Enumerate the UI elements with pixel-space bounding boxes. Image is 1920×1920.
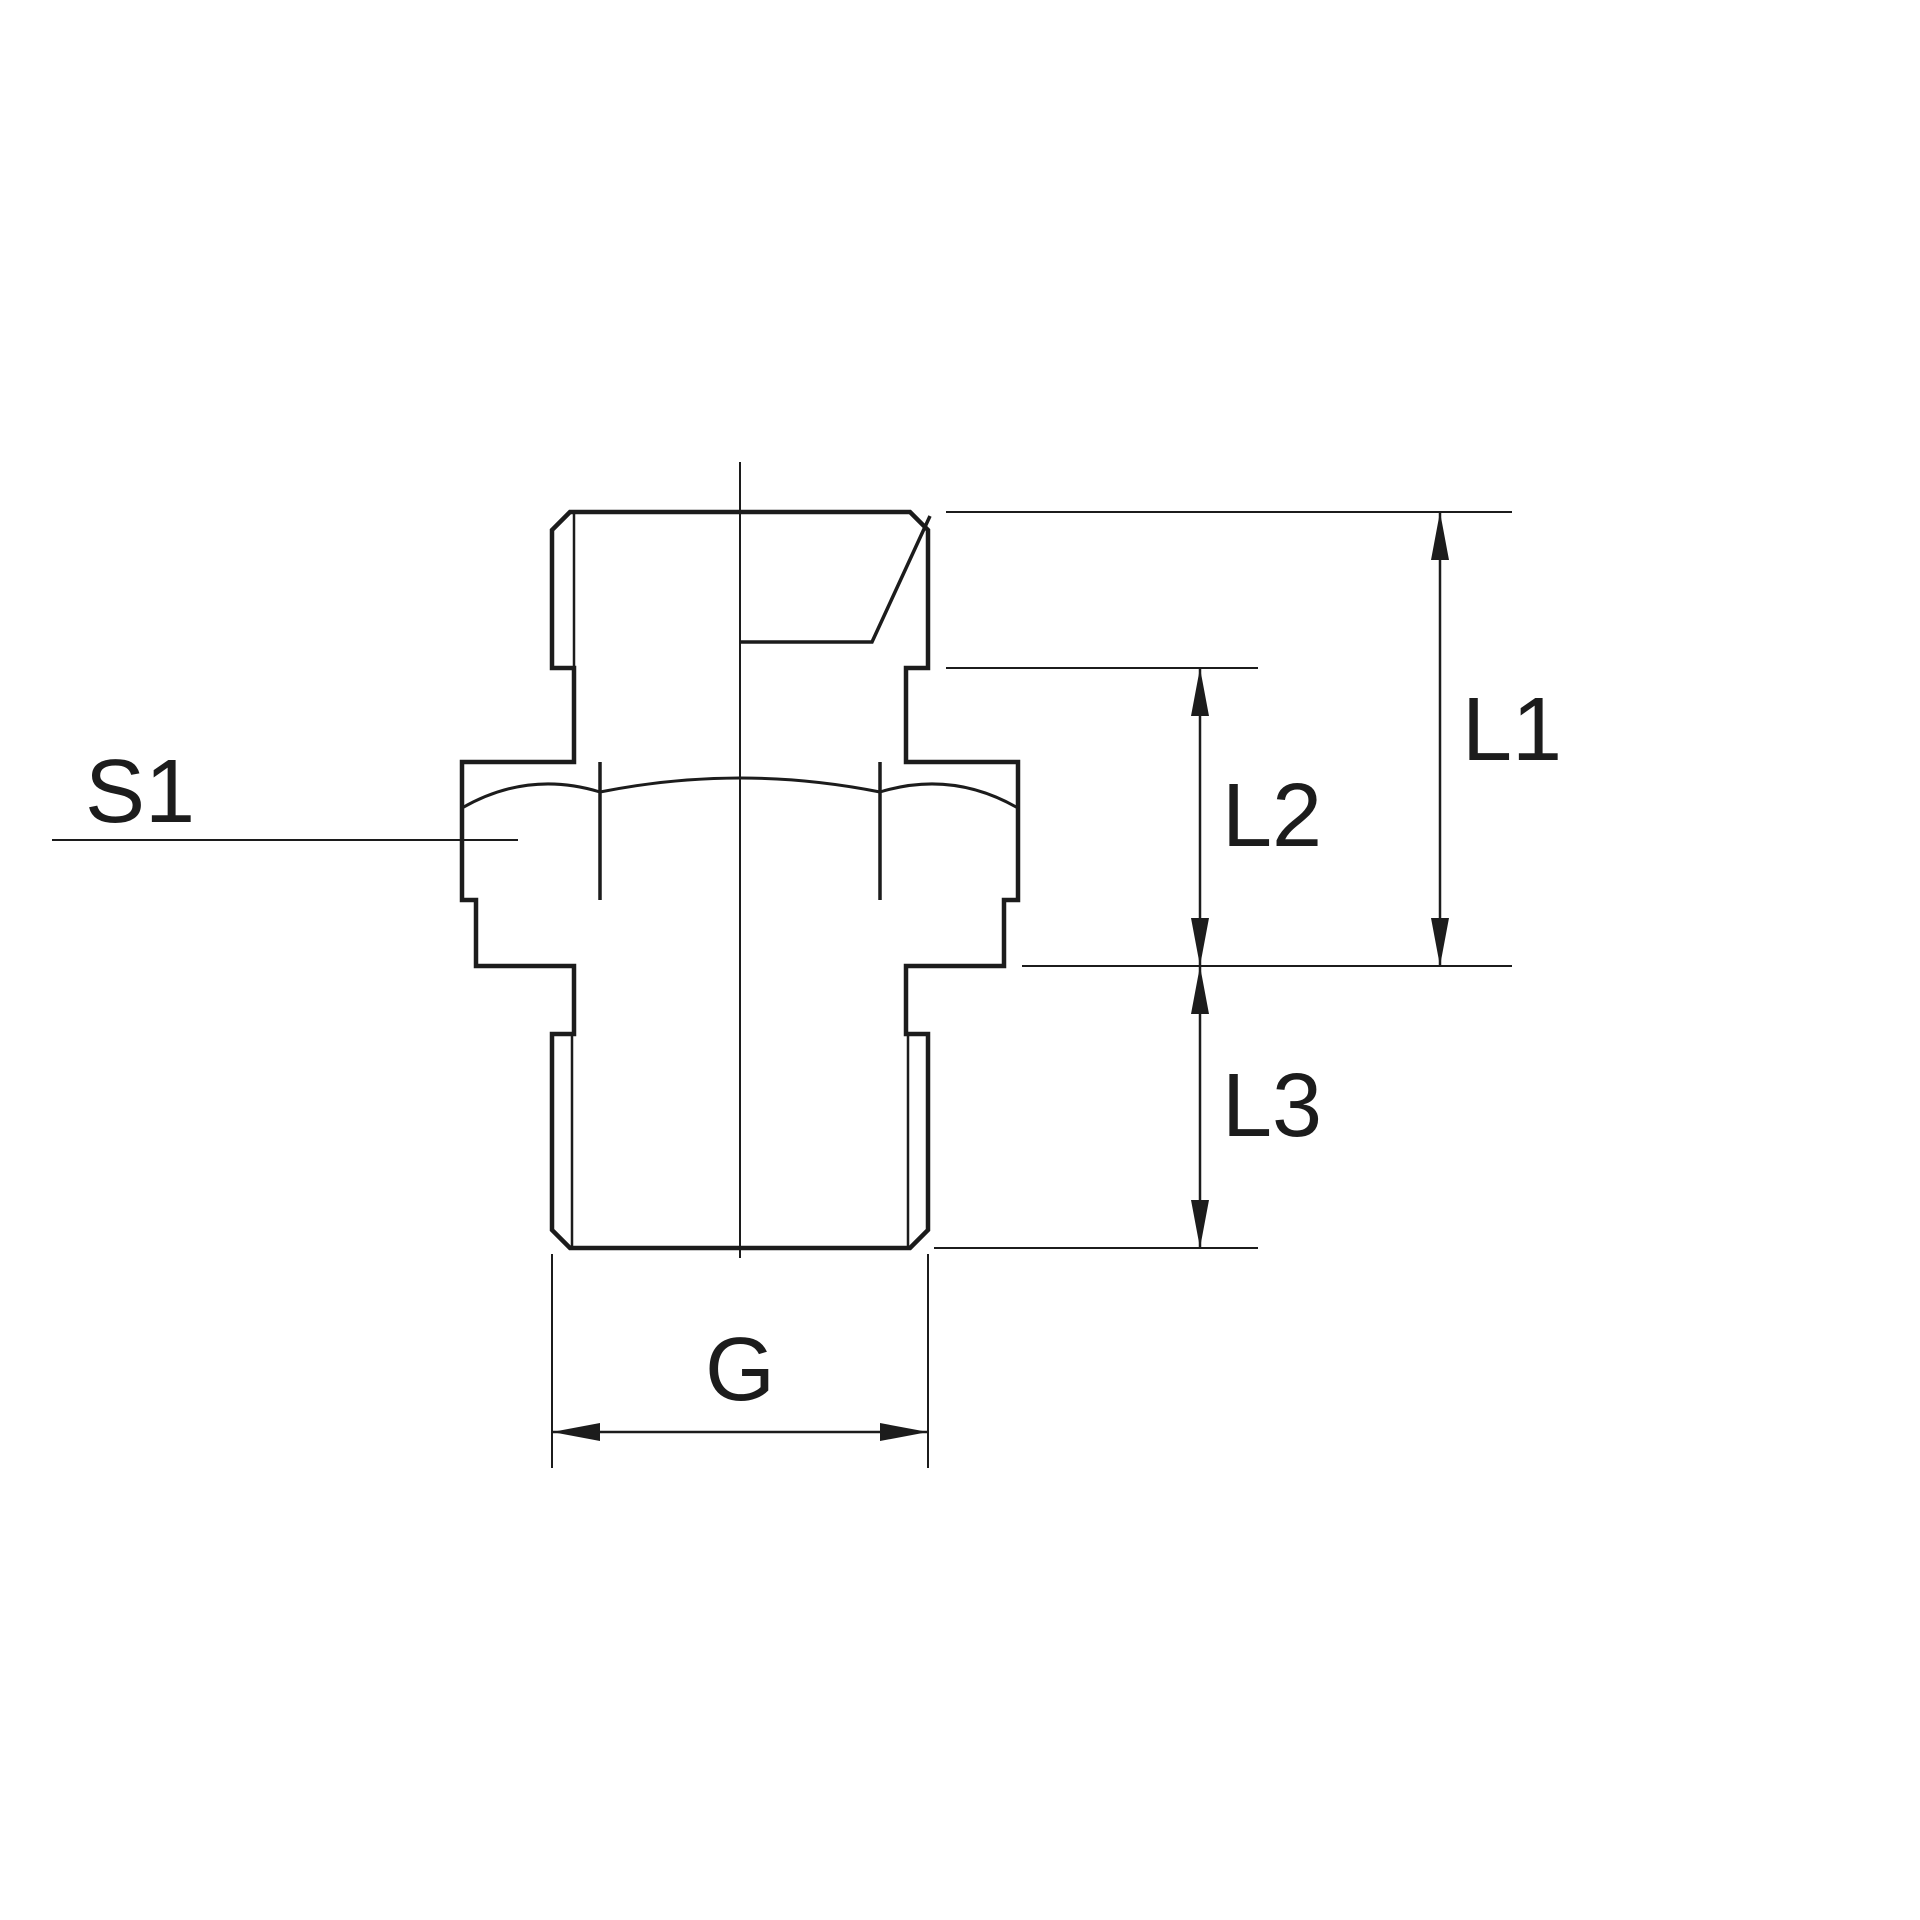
arrow-l2-bottom: [1191, 918, 1209, 966]
label-g: G: [705, 1320, 775, 1420]
fitting-body-outline: [459, 509, 1021, 1251]
label-l1: L1: [1462, 680, 1562, 780]
dimension-labels: S1 L1 L2 L3 G: [85, 680, 1562, 1420]
arrow-g-left: [552, 1423, 600, 1441]
dimension-arrows: [552, 512, 1449, 1441]
hex-chamfer-arc-right: [879, 782, 1019, 810]
drawing-lines: [52, 462, 1512, 1468]
hex-chamfer-arc-middle: [599, 776, 881, 794]
arrow-l3-bottom: [1191, 1200, 1209, 1248]
cone-seat-line: [740, 515, 932, 644]
label-l3: L3: [1222, 1056, 1322, 1156]
label-l2: L2: [1222, 766, 1322, 866]
arrow-l3-top: [1191, 966, 1209, 1014]
arrow-g-right: [880, 1423, 928, 1441]
label-s1: S1: [85, 742, 195, 842]
hex-chamfer-arc-left: [461, 782, 601, 810]
arrow-l1-bottom: [1431, 918, 1449, 966]
arrow-l1-top: [1431, 512, 1449, 560]
arrow-l2-top: [1191, 668, 1209, 716]
